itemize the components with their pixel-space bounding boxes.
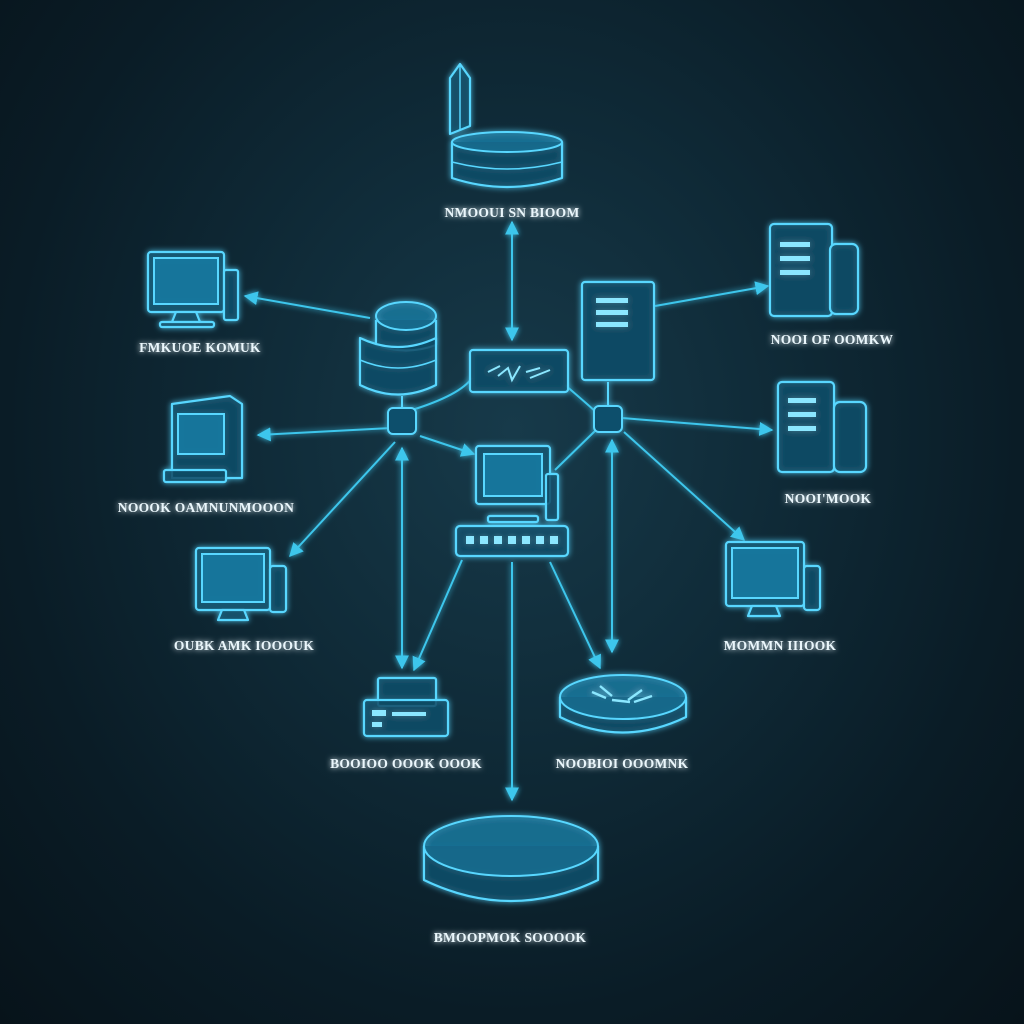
edge-hub-right-to-workstation [554, 429, 597, 471]
hub-left [387, 396, 417, 435]
desktop-workstation-icon [162, 394, 244, 484]
monitor-icon [724, 540, 822, 618]
monitor-icon [194, 546, 288, 622]
network-switch-icon [454, 524, 570, 558]
label-server-top-right: NOOI OF OOMKW [771, 332, 894, 347]
label-top-node: NMOOUI SN BIOOM [444, 205, 579, 220]
label-server-right: NOOI'MOOK [785, 491, 872, 506]
edge-hub-left-to-tower [256, 427, 393, 442]
tower-left: NOOOK OAMNUNMOOON [118, 394, 294, 515]
label-storage-bottom: BMOOPMOK SOOOOK [434, 930, 587, 945]
database-cylinder-icon [358, 301, 438, 396]
label-router-bottom-right: NOOBIOI OOOMNK [556, 756, 689, 771]
top-node: NMOOUI SN BIOOM [444, 62, 579, 220]
database-cylinder-icon [450, 131, 564, 189]
database-center-left [358, 301, 438, 396]
label-tower-left: NOOOK OAMNUNMOOON [118, 500, 294, 515]
edge-server-to-server-tr [654, 281, 770, 307]
monitor-icon [146, 250, 240, 329]
router-icon [558, 674, 688, 734]
storage-disk-icon [422, 815, 600, 903]
edge-monitor-tl-to-db [243, 291, 371, 319]
label-monitor-lower-right: MOMMN IIIOOK [724, 638, 837, 653]
edge-hub-left-to-monitor-ll [289, 441, 396, 558]
monitor-lower-right: MOMMN IIIOOK [724, 540, 837, 653]
center-workstation [454, 444, 570, 558]
router-bottom-right: NOOBIOI OOOMNK [556, 674, 689, 771]
edge-switch-to-hub-right [564, 384, 597, 413]
edge-switch-to-printer [412, 559, 463, 672]
edge-hub-right-to-monitor-lr [623, 431, 746, 541]
server-icon [776, 380, 868, 474]
server-icon [768, 222, 860, 318]
monitor-lower-left: OUBK AMK IOOOUK [174, 546, 314, 653]
antenna-icon [448, 62, 472, 136]
edge-switch-to-router [549, 561, 601, 670]
connections [243, 220, 774, 802]
edge-hub-left-to-workstation [419, 435, 476, 457]
nodes: NMOOUI SN BIOOM FMKUOE KOMUK [118, 62, 894, 945]
server-icon [580, 280, 656, 382]
hub-right [593, 382, 623, 433]
network-switch-icon [468, 348, 570, 394]
printer-icon [362, 676, 450, 738]
storage-bottom: BMOOPMOK SOOOOK [422, 815, 600, 945]
label-printer-bottom-left: BOOIOO OOOK OOOK [330, 756, 482, 771]
label-monitor-top-left: FMKUOE KOMUK [139, 340, 261, 355]
label-monitor-lower-left: OUBK AMK IOOOUK [174, 638, 314, 653]
server-right: NOOI'MOOK [776, 380, 872, 506]
monitor-top-left: FMKUOE KOMUK [139, 250, 261, 355]
desktop-workstation-icon [474, 444, 560, 524]
server-top-right: NOOI OF OOMKW [768, 222, 894, 347]
printer-bottom-left: BOOIOO OOOK OOOK [330, 676, 482, 771]
server-center-right [580, 280, 656, 382]
edge-hub-right-to-server-r [621, 417, 774, 436]
